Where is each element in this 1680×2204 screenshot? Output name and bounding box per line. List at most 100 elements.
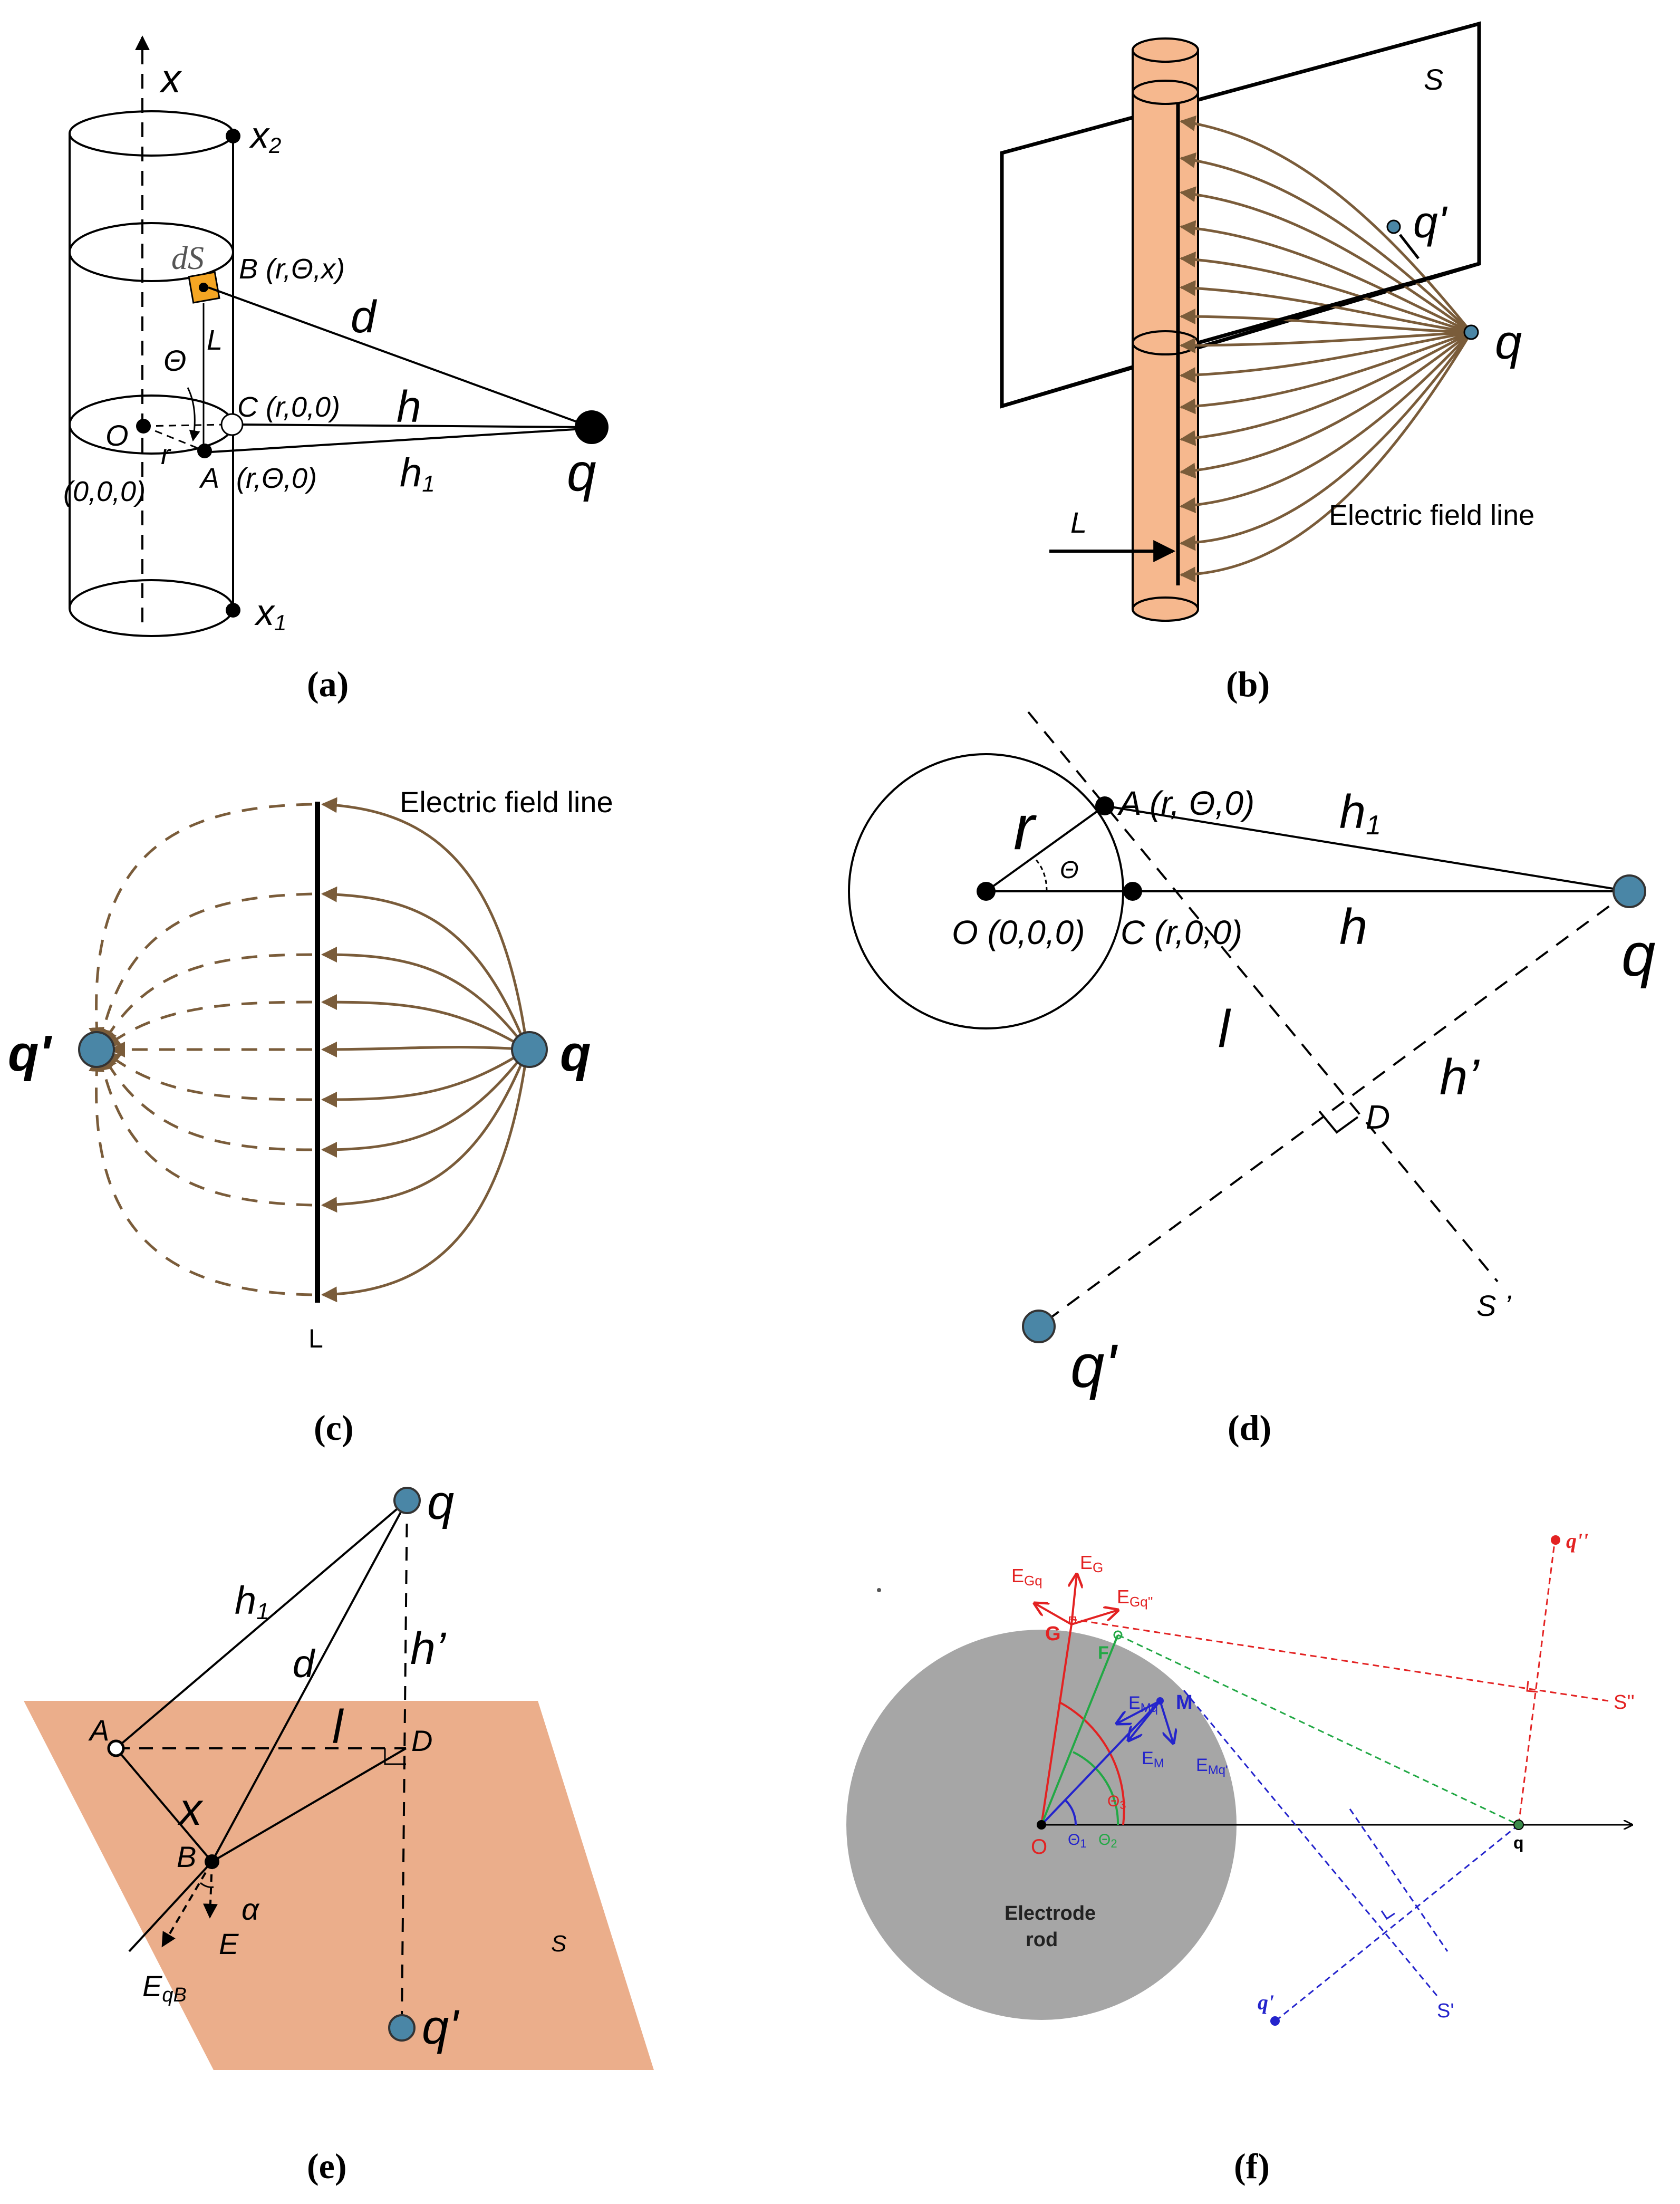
label-b: B (r,Θ,x) — [239, 253, 345, 285]
line-og — [1040, 1624, 1073, 1825]
point-x2 — [226, 129, 240, 143]
field-line-b — [1180, 186, 1472, 334]
field-line-c-dashed — [101, 953, 313, 1046]
vector-e-gq2 — [1071, 1610, 1118, 1625]
label-a-e: A — [88, 1714, 109, 1747]
charge-q-prime-b — [1386, 219, 1401, 234]
theta-arc — [187, 387, 200, 442]
line-h1-e — [115, 1499, 408, 1749]
charge-q-prime-e — [388, 2014, 416, 2042]
field-line-b — [1180, 331, 1472, 514]
theta-arc-d — [1032, 856, 1048, 892]
panel-d: A (r, Θ,0) r Θ O (0,0,0) C (r,0,0) h1 h … — [848, 711, 1656, 1448]
panel-e: q h1 d h’ A l D x B α E EqB S q' (e) — [24, 1476, 654, 2186]
label-o-d: O (0,0,0) — [952, 913, 1085, 951]
label-s-prime-f: S' — [1437, 2000, 1454, 2022]
field-line-b — [1180, 331, 1472, 446]
q-prime-stem — [1399, 234, 1420, 259]
plane-s-e — [24, 1701, 654, 2070]
label-q-prime-e: q' — [422, 2000, 460, 2054]
field-line-b — [1180, 280, 1472, 334]
plane-s — [1000, 21, 1481, 409]
field-line-b — [1180, 309, 1472, 334]
field-lines-b — [1180, 115, 1473, 583]
label-m: M — [1176, 1691, 1193, 1714]
label-h1: h1 — [400, 450, 435, 497]
radius-oa — [143, 425, 205, 452]
stray-dot — [877, 1588, 881, 1592]
label-d-point-e: D — [411, 1724, 432, 1757]
point-q-f — [1513, 1820, 1524, 1830]
line-om — [1040, 1700, 1161, 1826]
label-q-dbl: q'' — [1566, 1529, 1588, 1553]
line-s-prime-f — [1183, 1690, 1441, 1999]
label-g: G — [1045, 1623, 1061, 1645]
line-q-qdbl — [1518, 1534, 1557, 1825]
label-e-mq2: EMq' — [1196, 1755, 1228, 1777]
label-o-f: O — [1031, 1835, 1047, 1859]
label-q-prime-f: q' — [1258, 1990, 1274, 2014]
label-alpha-e: α — [242, 1892, 260, 1927]
line-d-e — [211, 1500, 408, 1862]
label-d: d — [351, 292, 378, 342]
label-theta2: Θ2 — [1098, 1831, 1117, 1850]
line-fq — [1117, 1634, 1519, 1826]
panel-b: S q' q L Electric field line (b) — [1000, 21, 1534, 704]
field-line-c-dashed — [89, 1056, 313, 1296]
label-f: F — [1098, 1643, 1109, 1663]
line-oa — [985, 805, 1106, 892]
field-line-c — [321, 994, 528, 1051]
rod-body — [1132, 49, 1199, 610]
field-line-c — [321, 1049, 529, 1303]
label-l-c: L — [308, 1324, 323, 1353]
cylinder-bottom — [69, 579, 234, 637]
field-line-c-dashed — [95, 1055, 313, 1207]
label-x2: x2 — [249, 114, 281, 158]
line-q-qprime-f — [1273, 1824, 1519, 2024]
label-electrode-rod: rod — [1026, 1929, 1058, 1951]
line-of — [1040, 1634, 1119, 1825]
label-h1-d: h1 — [1339, 786, 1381, 841]
vector-e — [202, 1861, 218, 1919]
label-q-prime-d: q' — [1070, 1332, 1118, 1400]
label-l: L — [207, 324, 223, 356]
field-line-b — [1180, 152, 1472, 333]
label-s-prime-d: S ’ — [1476, 1289, 1512, 1322]
label-l-d: l — [1218, 999, 1231, 1058]
point-o-d — [977, 882, 996, 901]
point-a-e — [107, 1739, 125, 1757]
label-a: A — [199, 463, 219, 494]
point-o-f — [1037, 1820, 1046, 1830]
charge-q-c — [511, 1031, 548, 1068]
field-line-b — [1180, 331, 1472, 383]
rod-bottom — [1132, 596, 1199, 622]
caption-a: (a) — [307, 664, 349, 704]
vector-e-m — [1128, 1700, 1161, 1740]
line-b-down — [128, 1861, 213, 1952]
label-field-line-b: Electric field line — [1329, 499, 1534, 531]
label-r: r — [161, 439, 171, 470]
label-x1: x1 — [254, 592, 286, 635]
caption-e: (e) — [307, 2146, 346, 2186]
label-h-prime-d: h’ — [1440, 1049, 1480, 1105]
label-e-mq: EMq — [1128, 1693, 1158, 1715]
label-h-d: h — [1339, 899, 1367, 955]
cylinder-mid-upper — [69, 222, 234, 282]
field-line-b — [1180, 331, 1473, 551]
label-h: h — [397, 382, 421, 431]
label-ds: dS — [171, 240, 204, 276]
label-d-e: d — [293, 1642, 316, 1686]
line-s-prime — [1027, 711, 1499, 1283]
label-d-d: D — [1366, 1098, 1390, 1136]
label-q-prime-b: q' — [1413, 197, 1448, 247]
label-e-g: EG — [1080, 1552, 1103, 1575]
plane-front-edge — [1001, 365, 1133, 408]
point-m — [1156, 1697, 1164, 1705]
label-c: C (r,0,0) — [237, 391, 340, 423]
field-line-b — [1180, 331, 1472, 353]
caption-d: (d) — [1228, 1408, 1271, 1448]
label-theta-d: Θ — [1060, 856, 1079, 883]
label-q: q — [567, 443, 596, 502]
label-q-prime-c: q' — [8, 1025, 53, 1082]
